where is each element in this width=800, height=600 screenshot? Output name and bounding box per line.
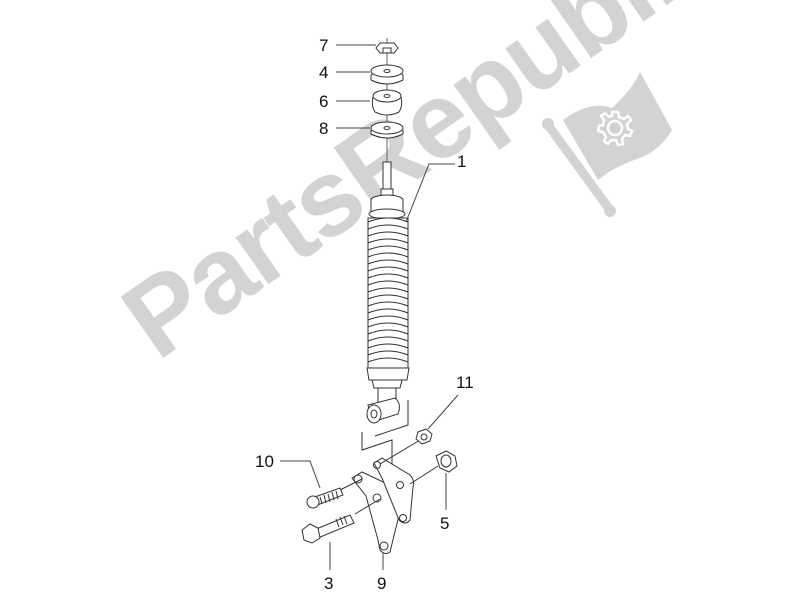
callout-6: 6: [319, 92, 329, 111]
callout-3: 3: [324, 574, 334, 593]
callout-10: 10: [255, 452, 274, 471]
part-3-bolt: [301, 514, 355, 544]
part-5-nut: [435, 450, 458, 473]
callout-5: 5: [440, 514, 450, 533]
part-10-bolt: [306, 487, 344, 509]
callout-1: 1: [457, 152, 467, 171]
callout-7: 7: [319, 36, 329, 55]
part-1-spring: [366, 217, 410, 424]
callout-11: 11: [456, 373, 474, 392]
callout-9: 9: [377, 574, 387, 593]
part-11-nut: [415, 428, 433, 445]
shock-rod: [382, 161, 392, 193]
callout-4: 4: [319, 63, 329, 82]
callout-8: 8: [319, 119, 329, 138]
